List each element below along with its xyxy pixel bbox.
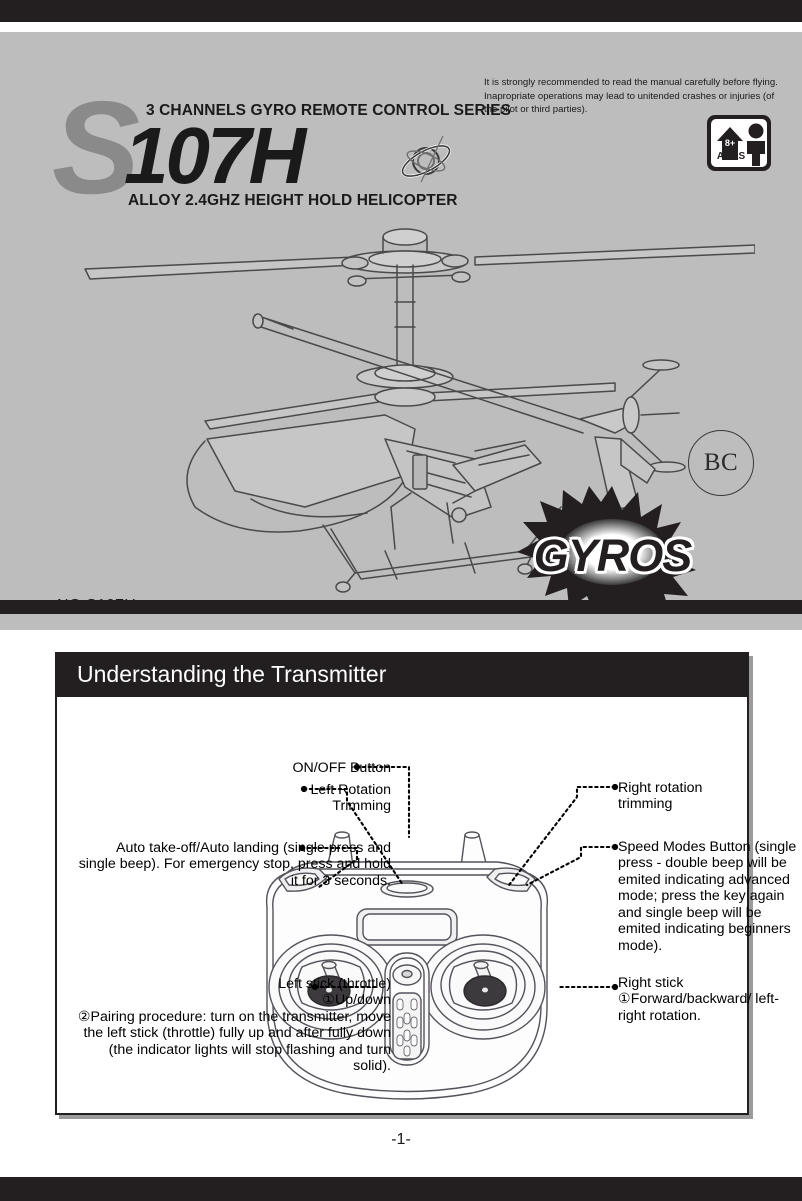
logo-model-number: 107H [124, 111, 306, 200]
gray-accent-strip [0, 614, 802, 630]
hero-panel: S 3 CHANNELS GYRO REMOTE CONTROL SERIES … [0, 32, 802, 600]
logo-letter-s: S [52, 74, 140, 221]
page-number: -1- [391, 1131, 411, 1148]
bottom-black-rule [0, 1177, 802, 1201]
safety-warning-text: It is strongly recommended to read the m… [484, 77, 778, 116]
gyros-logo-text: GYROS [533, 530, 693, 581]
product-logo: S 3 CHANNELS GYRO REMOTE CONTROL SERIES … [52, 82, 511, 216]
helicopter-illustration [84, 228, 755, 593]
gyroscope-icon [401, 135, 451, 183]
section-title: Understanding the Transmitter [55, 652, 749, 697]
callout-auto-takeoff: Auto take-off/Auto landing (single press… [78, 840, 391, 889]
bc-mark: BC [688, 430, 754, 496]
callout-on-off-button: ON/OFF Button [292, 760, 391, 776]
svg-text:8+: 8+ [725, 138, 735, 148]
top-black-rule [0, 0, 802, 22]
gyros-logo: GYROS [505, 484, 720, 600]
callout-left-stick: Left stick (throttle) ①Up/down ②Pairing … [77, 976, 391, 1075]
logo-tagline-top: 3 CHANNELS GYRO REMOTE CONTROL SERIES [146, 102, 512, 119]
starburst-shape [517, 486, 696, 600]
section-body: ON/OFF Button Left Rotation Trimming Aut… [55, 697, 796, 1115]
logo-tagline-bottom: ALLOY 2.4GHZ HEIGHT HOLD HELICOPTER [128, 192, 458, 209]
svg-text:AGES: AGES [717, 151, 746, 162]
transmitter-section: Understanding the Transmitter [55, 652, 796, 1119]
callout-right-stick: Right stick ①Forward/backward/ left-righ… [618, 975, 779, 1024]
callout-speed-modes-button: Speed Modes Button (single press - doubl… [618, 839, 797, 954]
callout-left-rotation-trimming: Left Rotation Trimming [310, 782, 391, 815]
mid-black-rule [0, 600, 802, 614]
age-rating-icon: 8+ AGES [707, 115, 771, 171]
callout-right-rotation-trimming: Right rotation trimming [618, 780, 703, 813]
